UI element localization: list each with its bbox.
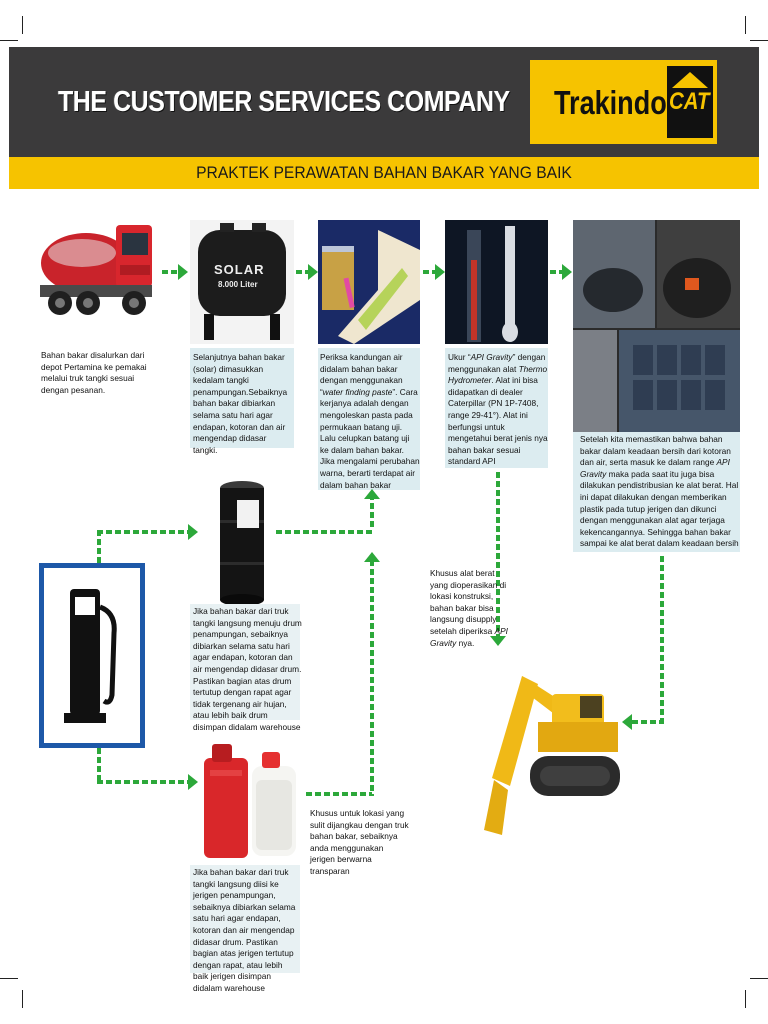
- cat-mark: CAT: [669, 88, 710, 115]
- crop-mark: [0, 978, 18, 979]
- flow-arrow: [550, 270, 564, 274]
- arrow-head-icon: [188, 524, 198, 540]
- flow-arrow: [276, 530, 374, 534]
- remote-location-text: Khusus untuk lokasi yang sulit dijangkau…: [310, 808, 409, 876]
- step-paste-text: Periksa kandungan air didalam bahan baka…: [320, 352, 420, 490]
- fuel-truck-image: [38, 203, 158, 338]
- jerrycan-collage-image: [573, 220, 740, 432]
- flow-arrow: [496, 472, 500, 638]
- jerrycans-image: [198, 740, 302, 860]
- flow-arrow: [162, 270, 180, 274]
- step-drum-text: Jika bahan bakar dari truk tangki langsu…: [193, 606, 302, 732]
- step-drum-box: [190, 604, 300, 720]
- flow-arrow: [660, 556, 664, 722]
- company-name: THE CUSTOMER SERVICES COMPANY: [58, 86, 510, 118]
- solar-tank-image: [190, 220, 294, 344]
- flow-arrow: [97, 530, 101, 566]
- arrow-head-icon: [364, 489, 380, 499]
- crop-mark: [750, 40, 768, 41]
- hydrometer-image: [445, 220, 548, 344]
- arrow-head-icon: [490, 636, 506, 646]
- arrow-head-icon: [364, 552, 380, 562]
- oil-drum-image: [219, 480, 265, 606]
- flow-arrow: [296, 270, 310, 274]
- flow-arrow: [423, 270, 437, 274]
- arrow-head-icon: [435, 264, 445, 280]
- page-title: PRAKTEK PERAWATAN BAHAN BAKAR YANG BAIK: [196, 163, 572, 182]
- excavator-image: [482, 660, 622, 838]
- flow-arrow: [97, 780, 189, 784]
- flow-arrow: [370, 494, 374, 530]
- title-band: [9, 157, 759, 189]
- heavy-equipment-text: Khusus alat berat yang dioperasikan di l…: [430, 568, 508, 648]
- step-tank-box: [190, 348, 294, 448]
- crop-mark: [0, 40, 18, 41]
- step-clean-text: Setelah kita memastikan bahwa bahan baka…: [580, 434, 739, 549]
- tank-capacity: 8.000 Liter: [218, 280, 258, 289]
- tank-label: SOLAR: [214, 262, 265, 277]
- step-truck-text: Bahan bakar disalurkan dari depot Pertam…: [41, 350, 147, 395]
- logo-text: Trakindo: [554, 84, 667, 121]
- flow-arrow: [306, 792, 372, 796]
- step-jerry-box: [190, 865, 300, 973]
- step-paste-box: [318, 348, 420, 490]
- crop-mark: [22, 990, 23, 1008]
- water-paste-image: [318, 220, 420, 344]
- flow-arrow: [632, 720, 664, 724]
- flow-arrow: [97, 530, 189, 534]
- arrow-head-icon: [308, 264, 318, 280]
- fuel-pump-icon: [60, 585, 122, 727]
- arrow-head-icon: [562, 264, 572, 280]
- step-clean-box: [573, 432, 740, 552]
- step-api-box: [445, 348, 548, 468]
- flow-arrow: [370, 560, 374, 796]
- crop-mark: [750, 978, 768, 979]
- step-tank-text: Selanjutnya bahan bakar (solar) dimasukk…: [193, 352, 288, 455]
- arrow-head-icon: [622, 714, 632, 730]
- crop-mark: [745, 16, 746, 34]
- flow-arrow: [97, 748, 101, 782]
- step-api-text: Ukur “API Gravity” dengan menggunakan al…: [448, 352, 548, 467]
- cat-triangle-icon: [672, 72, 708, 88]
- arrow-head-icon: [178, 264, 188, 280]
- crop-mark: [745, 990, 746, 1008]
- crop-mark: [22, 16, 23, 34]
- step-jerry-text: Jika bahan bakar dari truk tangki langsu…: [193, 867, 296, 993]
- arrow-head-icon: [188, 774, 198, 790]
